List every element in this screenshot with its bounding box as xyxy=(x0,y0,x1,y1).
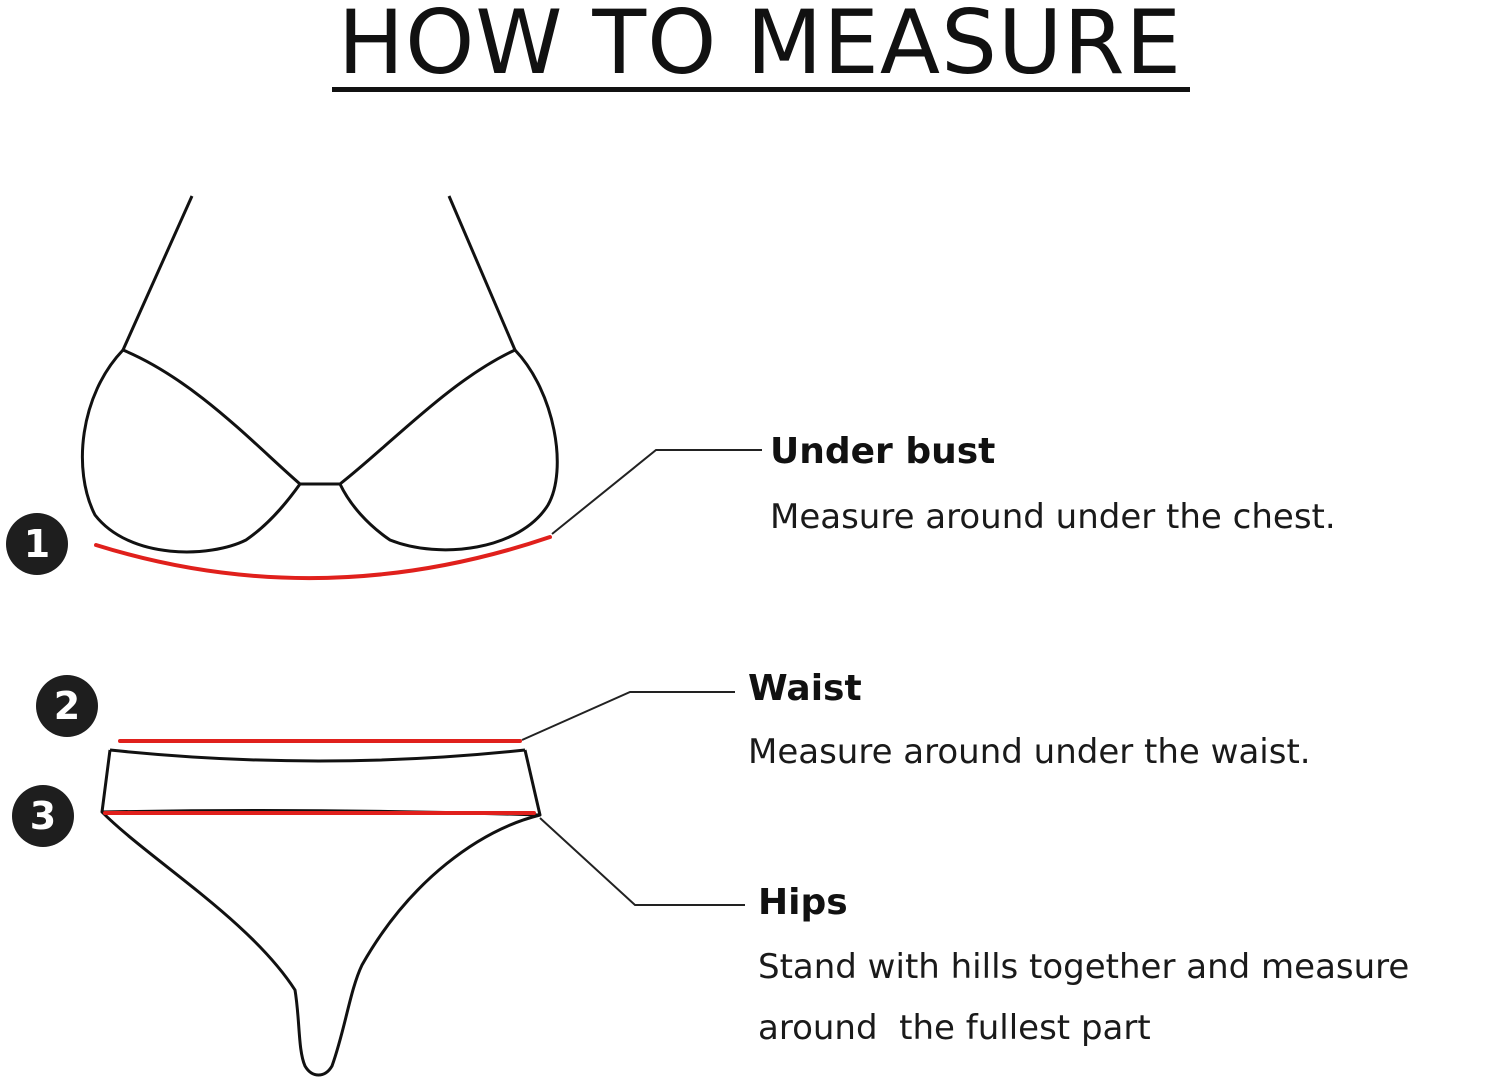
waist-label: Waist xyxy=(748,668,862,709)
hips-leader xyxy=(539,817,745,906)
page-title: HOW TO MEASURE xyxy=(337,0,1183,94)
waist-description: Measure around under the waist. xyxy=(748,732,1311,772)
right-cup xyxy=(338,348,559,552)
left-cup xyxy=(80,348,302,554)
bottom-outline xyxy=(100,749,542,1077)
under-bust-description: Measure around under the chest. xyxy=(770,497,1336,537)
right-strap xyxy=(447,195,517,351)
left-strap xyxy=(121,195,194,351)
bra-illustration xyxy=(80,195,559,554)
under-bust-label: Under bust xyxy=(770,431,996,472)
bottom-illustration xyxy=(100,748,542,1077)
under-bust-leader xyxy=(551,449,762,535)
title-underline xyxy=(332,87,1190,92)
badge-1: 1 xyxy=(6,513,68,575)
waist-leader xyxy=(521,691,735,741)
hips-description-line-1: Stand with hills together and measure xyxy=(758,947,1410,987)
badge-2: 2 xyxy=(36,675,98,737)
waistband-top xyxy=(109,748,526,763)
hips-label: Hips xyxy=(758,882,848,923)
under-bust-line xyxy=(94,535,552,581)
badge-3: 3 xyxy=(12,785,74,847)
hips-description-line-2: around the fullest part xyxy=(758,1008,1151,1048)
